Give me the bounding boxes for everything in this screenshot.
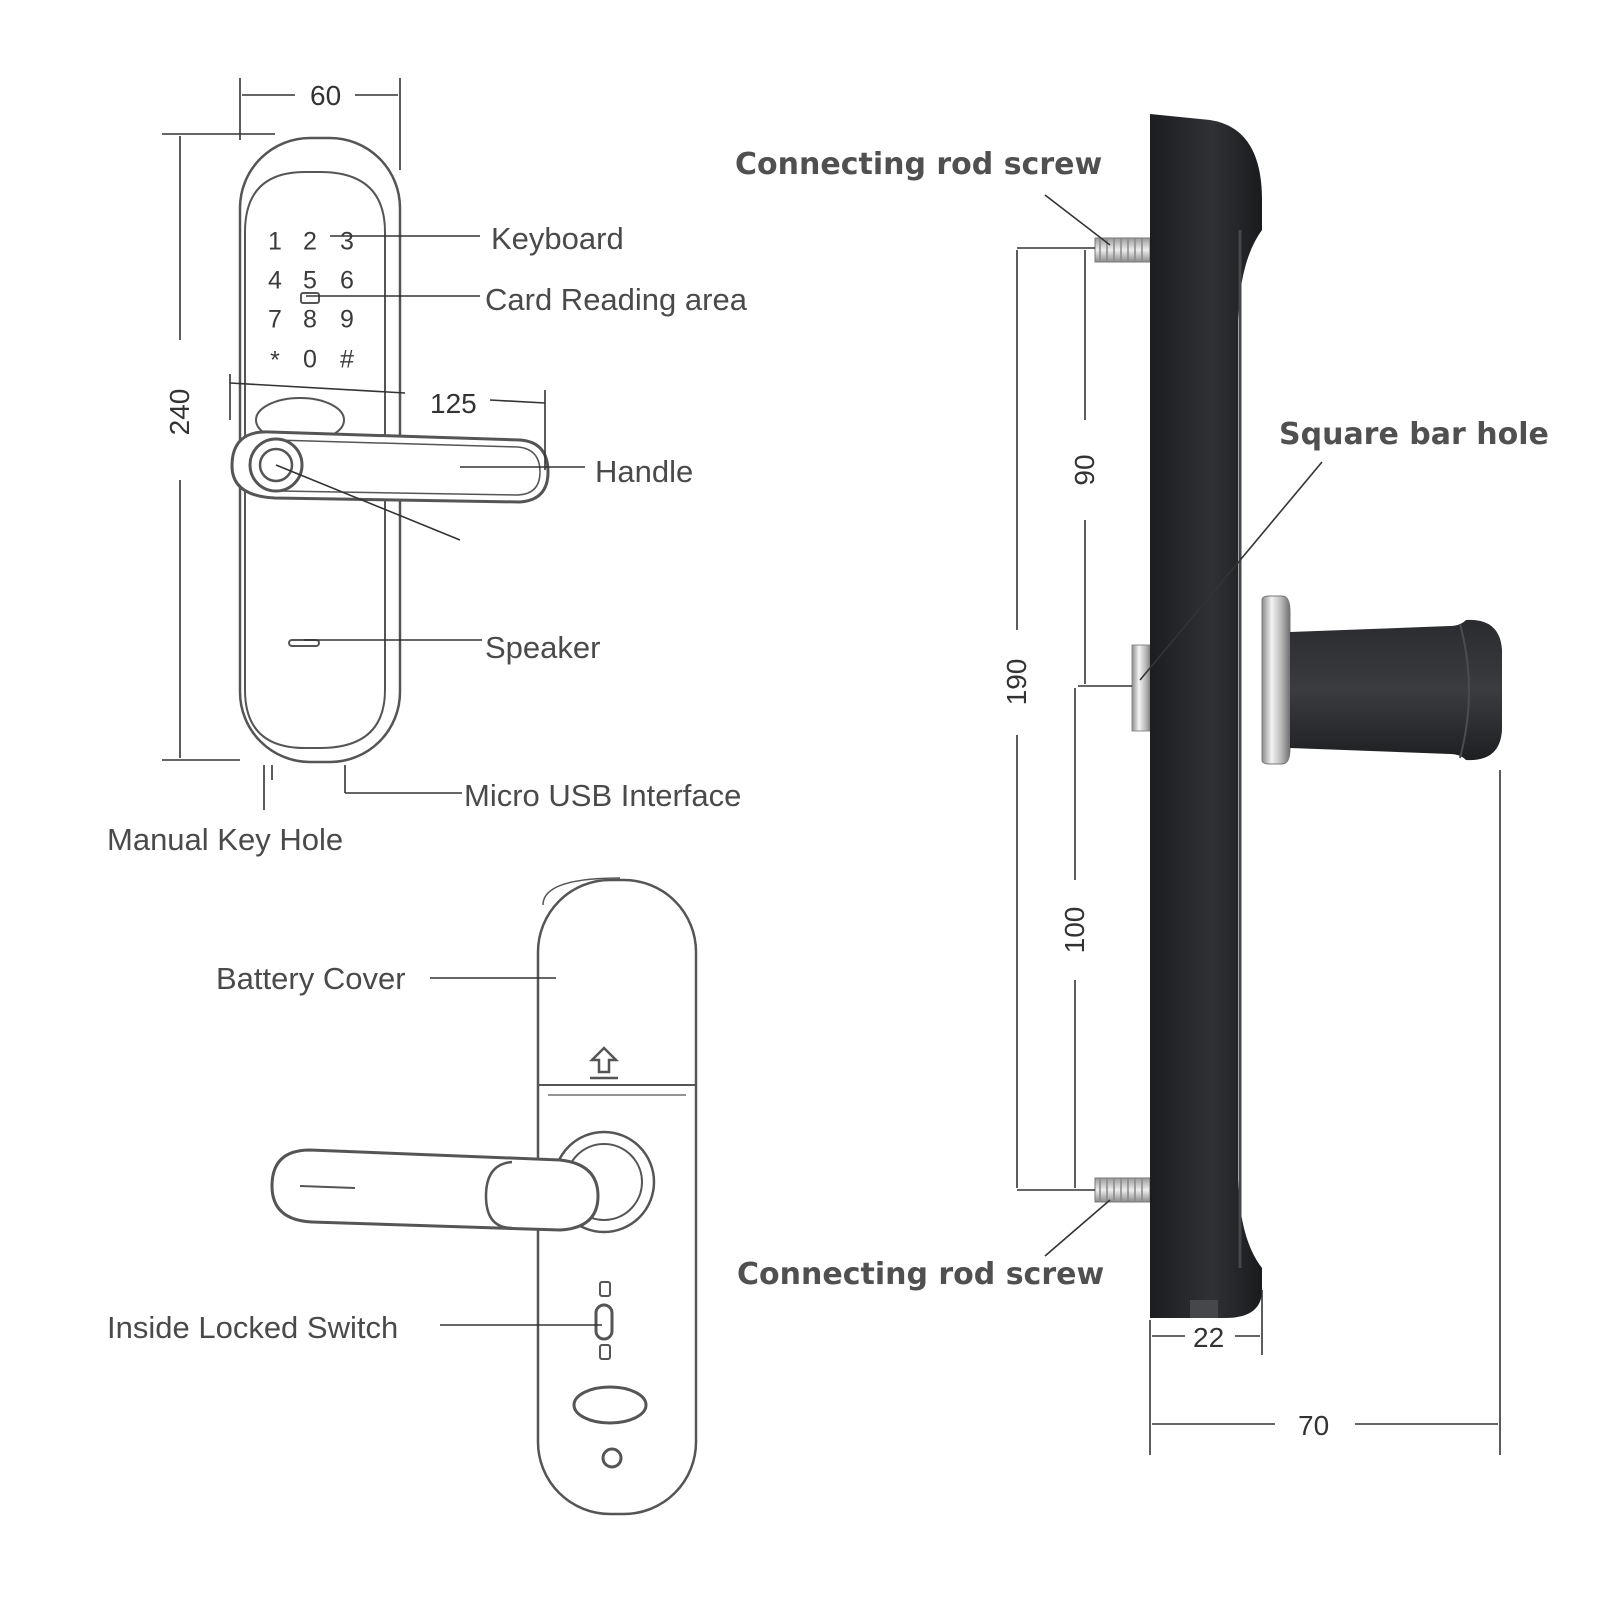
front-plate-face — [244, 171, 386, 749]
handle-inner-line — [275, 439, 541, 496]
label-keyboard: Keyboard — [491, 221, 624, 256]
keypad-key-0: 0 — [303, 345, 317, 374]
keypad-key-hash: # — [340, 345, 354, 374]
dim-body-depth: 22 — [1193, 1322, 1225, 1353]
keypad-key-1: 1 — [268, 227, 282, 256]
fingerprint-sensor-inner — [258, 447, 294, 483]
label-inside-locked-switch: Inside Locked Switch — [107, 1310, 399, 1345]
battery-arrow-icon — [588, 1046, 620, 1080]
front-view — [230, 136, 550, 764]
keypad-key-8: 8 — [303, 305, 317, 334]
inside-lock-switch — [594, 1281, 614, 1360]
side-handle — [1290, 619, 1502, 761]
side-dimensions — [1016, 194, 1501, 1455]
back-plate-edge — [542, 877, 621, 906]
dim-bar-to-screw: 100 — [1059, 906, 1090, 954]
label-battery-cover: Battery Cover — [216, 961, 406, 996]
label-speaker: Speaker — [485, 630, 601, 665]
square-bar-stub — [1131, 644, 1153, 732]
back-handle-mark — [299, 1185, 356, 1189]
top-rod-screw-threads — [1099, 238, 1143, 262]
side-view — [1094, 114, 1502, 1318]
front-dimensions — [162, 78, 585, 810]
label-square-bar-hole: Square bar hole — [1279, 417, 1549, 452]
dim-handle-length: 125 — [430, 388, 477, 419]
back-screw-hole — [601, 1447, 623, 1469]
dim-screw-to-bar: 90 — [1069, 454, 1100, 486]
bottom-rod-screw — [1094, 1177, 1151, 1203]
keypad-key-5: 5 — [303, 266, 317, 295]
keypad-key-6: 6 — [340, 266, 354, 295]
label-micro-usb: Micro USB Interface — [464, 778, 742, 813]
keypad-key-9: 9 — [340, 305, 354, 334]
side-rosette — [1261, 595, 1291, 765]
keypad-key-3: 3 — [340, 227, 354, 256]
keypad-key-7: 7 — [268, 305, 282, 334]
side-handle-highlight — [1459, 623, 1470, 759]
label-connecting-rod-screw-bottom: Connecting rod screw — [737, 1257, 1105, 1292]
keypad-key-4: 4 — [268, 266, 282, 295]
keypad-key-2: 2 — [303, 227, 317, 256]
lock-body-usb-notch — [1190, 1300, 1218, 1318]
label-connecting-rod-screw-top: Connecting rod screw — [735, 147, 1103, 182]
back-key-hole — [572, 1385, 648, 1425]
lock-body-side — [1150, 114, 1262, 1318]
top-rod-screw — [1094, 237, 1151, 263]
dim-total-depth: 70 — [1298, 1410, 1330, 1441]
card-reader-mark — [300, 292, 320, 304]
dim-front-height: 240 — [164, 388, 195, 436]
label-handle: Handle — [595, 454, 694, 489]
back-handle-joint — [484, 1160, 513, 1230]
keypad-key-star: * — [270, 346, 280, 375]
label-manual-key-hole: Manual Key Hole — [107, 822, 344, 857]
back-handle — [270, 1148, 600, 1232]
back-view — [270, 877, 698, 1516]
bottom-rod-screw-threads — [1099, 1178, 1143, 1202]
dim-front-width: 60 — [310, 80, 342, 111]
speaker-slot — [288, 639, 320, 647]
back-leaders — [430, 977, 602, 1326]
dim-screw-to-screw: 190 — [1001, 658, 1032, 706]
label-card-reading-area: Card Reading area — [485, 282, 747, 317]
